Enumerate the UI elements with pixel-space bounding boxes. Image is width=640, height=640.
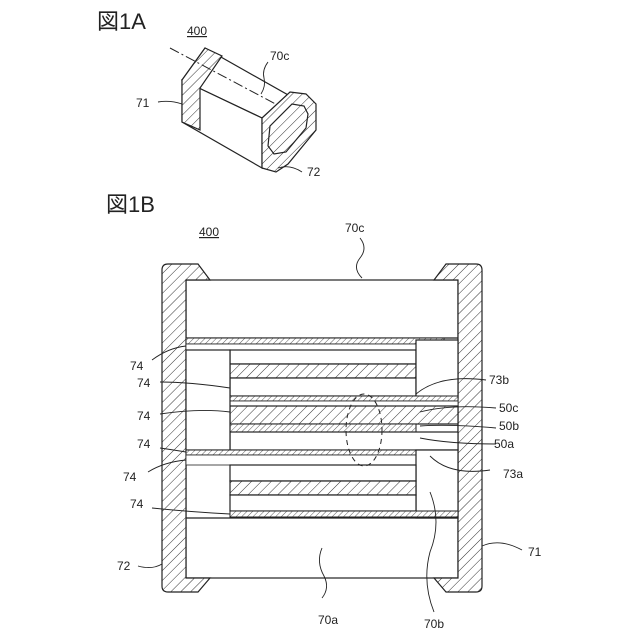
internal-electrode-bottom bbox=[230, 511, 458, 517]
figure-1b: 図1B 400 bbox=[106, 192, 542, 631]
internal-electrode-mid-2 bbox=[186, 450, 416, 455]
leader-1b-71 bbox=[482, 543, 522, 550]
left-block bbox=[186, 350, 230, 450]
fig-1b-ref-50c: 50c bbox=[499, 401, 518, 415]
upper-unit-layer bbox=[230, 350, 416, 364]
fig-1b-title: 図1B bbox=[106, 192, 155, 217]
fig-1a-title: 図1A bbox=[97, 9, 146, 34]
upper-unit-hatched-1 bbox=[230, 364, 416, 378]
lower-unit-plain-1 bbox=[230, 465, 416, 481]
fig-1b-ref-73b: 73b bbox=[489, 373, 509, 387]
fig-1a-ref-71: 71 bbox=[136, 96, 150, 110]
leader-1a-71 bbox=[158, 101, 182, 104]
layer-50b bbox=[230, 424, 416, 432]
fig-1b-ref-400: 400 bbox=[199, 225, 219, 239]
fig-1b-ref-70c: 70c bbox=[345, 221, 364, 235]
chip-component bbox=[170, 48, 316, 172]
lower-unit-hatched bbox=[230, 481, 416, 495]
fig-1a-ref-70c: 70c bbox=[270, 49, 289, 63]
layer-50a bbox=[230, 432, 458, 450]
fig-1b-ref-74-b: 74 bbox=[137, 376, 151, 390]
leader-1a-72 bbox=[278, 167, 302, 172]
fig-1b-ref-74-e: 74 bbox=[123, 470, 137, 484]
figure-1a: 図1A 400 70c 71 72 bbox=[97, 9, 321, 179]
fig-1b-ref-74-d: 74 bbox=[137, 437, 151, 451]
fig-1b-ref-74-c: 74 bbox=[137, 409, 151, 423]
leader-1b-72 bbox=[138, 564, 162, 568]
fig-1b-ref-50a: 50a bbox=[494, 437, 514, 451]
fig-1b-ref-74-a: 74 bbox=[130, 359, 144, 373]
fig-1b-ref-74-f: 74 bbox=[130, 497, 144, 511]
fig-1a-ref-72: 72 bbox=[307, 165, 321, 179]
fig-1b-ref-70b: 70b bbox=[424, 617, 444, 631]
side-block-73a bbox=[416, 450, 458, 518]
fig-1b-ref-71: 71 bbox=[528, 545, 542, 559]
upper-unit-plain bbox=[230, 378, 416, 396]
leader-1b-70c bbox=[356, 238, 364, 278]
fig-1b-ref-72: 72 bbox=[117, 559, 131, 573]
thin-layer-low bbox=[186, 455, 416, 465]
fig-1a-ref-400: 400 bbox=[187, 24, 207, 38]
layer-50c bbox=[230, 406, 458, 424]
fig-1b-ref-73a: 73a bbox=[503, 467, 523, 481]
lower-unit-plain-2 bbox=[230, 495, 416, 511]
internal-electrode-top bbox=[186, 338, 444, 344]
fig-1b-ref-70a: 70a bbox=[318, 613, 338, 627]
fig-1b-ref-50b: 50b bbox=[499, 419, 519, 433]
